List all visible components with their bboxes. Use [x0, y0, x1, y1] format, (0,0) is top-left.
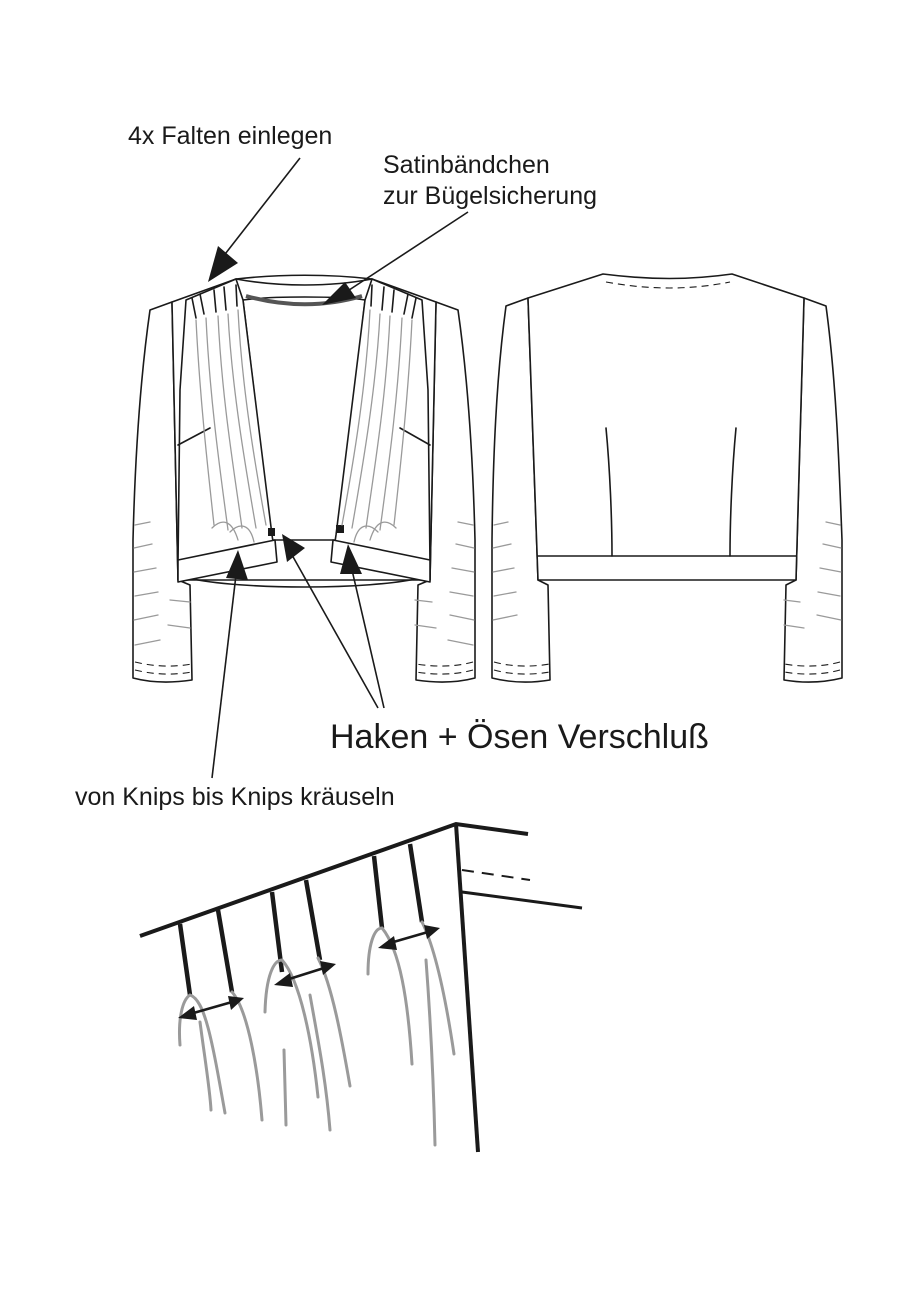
hook-left	[268, 528, 275, 536]
detail-gather-lines	[178, 920, 456, 1147]
back-left-cuff	[493, 661, 551, 667]
jacket-back-view	[491, 273, 843, 683]
eye-right	[336, 525, 344, 533]
front-right-hemband	[330, 539, 431, 583]
detail-shoulder-line	[139, 821, 529, 938]
label-closure: Haken + Ösen Verschluß	[330, 718, 709, 756]
label-pleats: 4x Falten einlegen	[128, 122, 332, 150]
pointer-pleats	[221, 157, 301, 259]
pleat-detail-view	[139, 821, 583, 1153]
front-hem-curve	[187, 577, 421, 588]
arrow-3-head-left	[378, 936, 397, 950]
front-left-hemband	[177, 539, 278, 583]
arrow-2-head-left	[274, 973, 293, 987]
front-right-sleeve	[415, 301, 476, 683]
back-right-sleeve	[783, 297, 843, 683]
detail-width-arrows	[178, 925, 440, 1020]
front-right-cuff	[415, 661, 474, 667]
label-satin-line1: Satinbändchen	[383, 151, 550, 179]
back-sleeve-details	[492, 521, 842, 629]
pointer-satin	[339, 211, 469, 297]
detail-pleat-lines	[177, 843, 425, 996]
front-left-cuff-2	[134, 669, 193, 675]
back-left-cuff-2	[493, 669, 551, 675]
back-body	[527, 273, 805, 581]
back-right-cuff	[783, 661, 841, 667]
pointer-closure-left	[291, 554, 379, 709]
jacket-front-view	[132, 274, 476, 683]
back-right-dart	[729, 427, 737, 557]
arrow-1-head-left	[178, 1006, 197, 1020]
front-left-cuff	[134, 661, 193, 667]
detail-collar-dash	[461, 869, 531, 881]
arrow-1-shaft	[189, 1000, 233, 1016]
front-left-sleeve	[132, 301, 193, 683]
front-right-pocket	[399, 427, 431, 446]
front-right-cuff-2	[415, 669, 474, 675]
arrow-2-head-right	[320, 961, 336, 975]
arrow-2-shaft	[285, 966, 325, 982]
arrowhead-pleats	[208, 246, 238, 282]
pleat-marks	[191, 284, 417, 319]
front-sleeve-details	[133, 521, 475, 646]
pointer-closure-right	[351, 569, 385, 709]
arrow-3-shaft	[389, 930, 429, 945]
arrowhead-satin	[322, 282, 356, 305]
arrow-3-head-right	[424, 925, 440, 939]
front-gather-lines	[195, 309, 413, 543]
detail-collar-line	[461, 890, 583, 910]
arrow-1-head-right	[228, 996, 244, 1010]
back-neckline	[605, 281, 731, 289]
front-neckline	[235, 278, 373, 286]
back-left-sleeve	[491, 297, 551, 683]
pointer-gather	[211, 574, 237, 779]
label-gather: von Knips bis Knips kräuseln	[75, 783, 395, 811]
back-right-cuff-2	[783, 669, 841, 675]
arrowhead-closure-left	[282, 534, 305, 562]
detail-front-edge	[454, 823, 480, 1153]
arrowhead-gather	[226, 550, 248, 580]
label-satin-line2: zur Bügelsicherung	[383, 182, 597, 210]
back-left-dart	[605, 427, 613, 557]
arrowhead-closure-right	[340, 544, 362, 574]
